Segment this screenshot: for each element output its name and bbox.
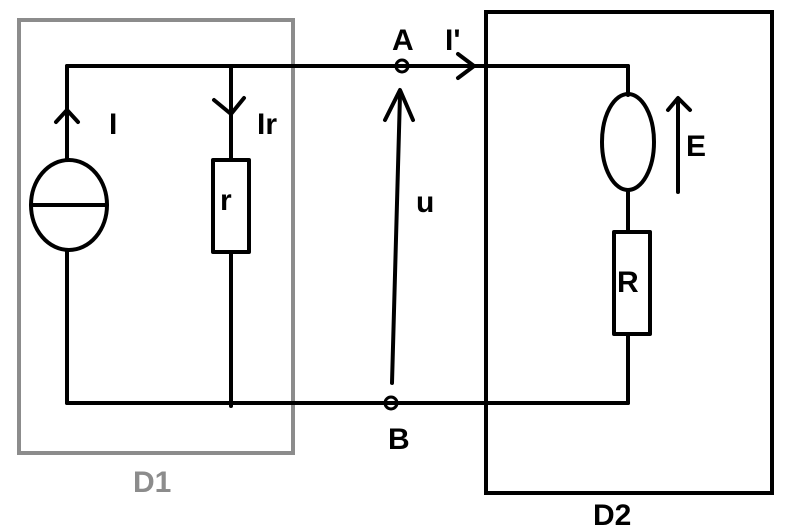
node-a-marker — [394, 58, 410, 74]
resistor-r-label: r — [220, 184, 232, 217]
output-current-label: I' — [445, 24, 460, 57]
emf-label: E — [686, 130, 706, 163]
d2-label: D2 — [593, 499, 631, 532]
d1-box — [17, 18, 295, 455]
emf-arrow-icon — [666, 96, 692, 194]
resistor-big-r — [612, 230, 652, 336]
node-b-label: B — [388, 423, 410, 456]
current-source — [29, 158, 109, 252]
voltage-arrow-icon — [383, 88, 415, 385]
node-a-label: A — [392, 24, 414, 57]
voltage-label: u — [416, 186, 434, 219]
circuit-wires — [65, 64, 630, 408]
d1-label: D1 — [133, 466, 171, 499]
current-arrow-down-icon — [212, 96, 246, 116]
voltage-source — [600, 92, 656, 192]
current-source-label: I — [109, 108, 117, 141]
resistor-r — [211, 158, 251, 254]
output-current-arrow-icon — [456, 52, 476, 80]
d2-box — [484, 10, 774, 495]
load-resistor-label: R — [617, 266, 639, 299]
current-arrow-up-icon — [54, 108, 80, 124]
branch-current-label: Ir — [257, 108, 277, 141]
node-b-marker — [383, 395, 399, 411]
